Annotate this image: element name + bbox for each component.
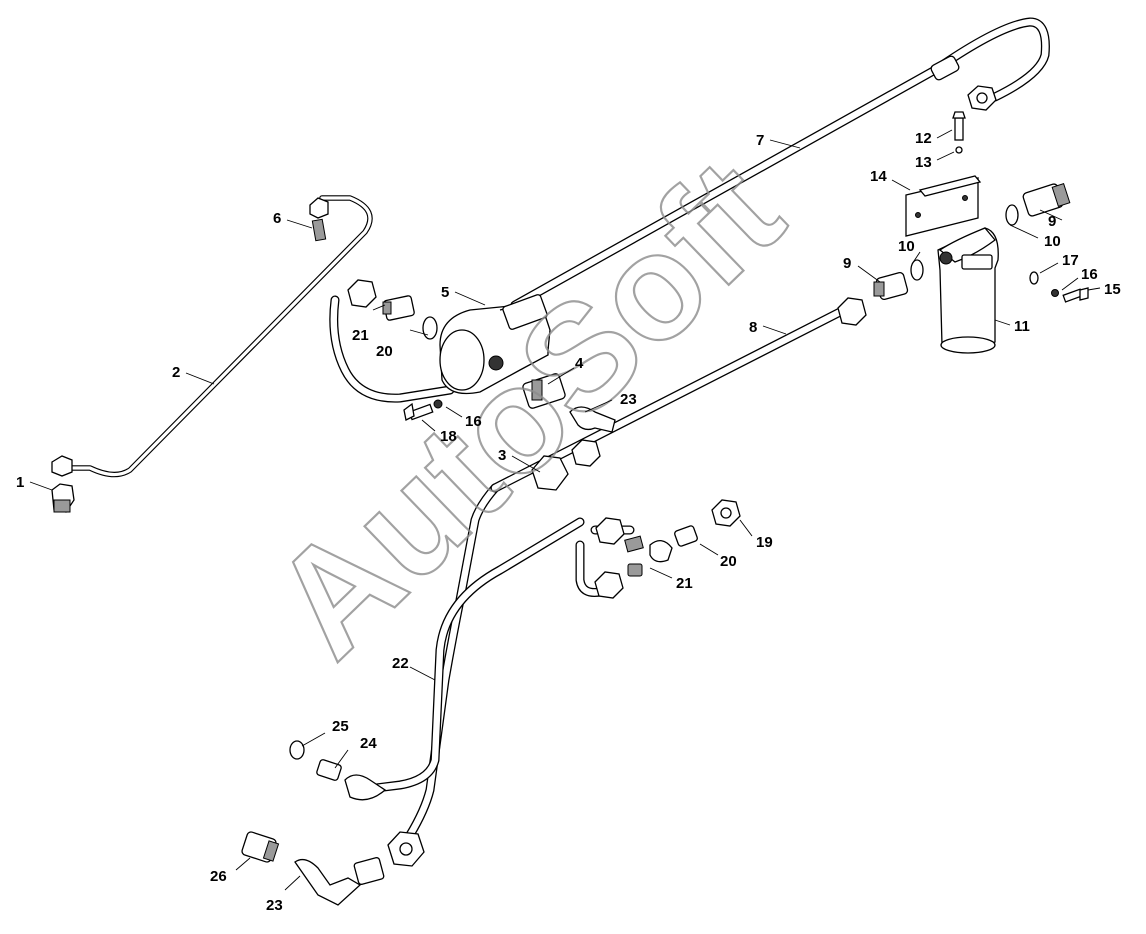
callout-3: 3 <box>498 447 506 464</box>
fitting-4 <box>522 373 566 409</box>
bolt-15 <box>1062 287 1089 303</box>
washer-17 <box>1029 271 1039 285</box>
elbow-24 <box>344 774 387 801</box>
callout-11: 11 <box>1014 318 1030 335</box>
fitting-20-lower <box>674 525 698 547</box>
nut-22-bottom <box>387 831 425 867</box>
callout-15: 15 <box>1104 281 1121 298</box>
fitting-21-top <box>382 295 415 321</box>
washer-10-right <box>1005 204 1019 226</box>
callout-10a: 10 <box>898 238 915 255</box>
callout-12: 12 <box>915 130 932 147</box>
callout-4: 4 <box>575 355 584 372</box>
filter-housing-5 <box>439 294 551 395</box>
washer-16-right <box>1051 289 1059 297</box>
callout-21b: 21 <box>676 575 693 592</box>
washer-10-left <box>910 259 924 281</box>
callout-25: 25 <box>332 718 349 735</box>
fitting-6 <box>309 197 329 242</box>
callout-19: 19 <box>756 534 773 551</box>
callout-22: 22 <box>392 655 409 672</box>
leader-lines <box>29 129 1101 891</box>
elbow-23-bottom <box>294 857 385 906</box>
callout-labels: 1 2 3 4 5 6 7 8 9 9 10 10 11 12 13 14 15… <box>16 130 1121 914</box>
callout-9b: 9 <box>1048 213 1056 230</box>
elbow-23-top <box>569 406 616 433</box>
callout-20b: 20 <box>720 553 737 570</box>
elbow-lower <box>649 540 673 563</box>
callout-14: 14 <box>870 168 887 185</box>
pipe-2 <box>59 195 373 478</box>
callout-17: 17 <box>1062 252 1079 269</box>
callout-9a: 9 <box>843 255 851 272</box>
callout-18: 18 <box>440 428 457 445</box>
fitting-9-right <box>1022 183 1071 217</box>
callout-20a: 20 <box>376 343 393 360</box>
bolt-12 <box>952 111 966 154</box>
tee-3 <box>531 439 601 491</box>
callout-7: 7 <box>756 132 764 149</box>
callout-10b: 10 <box>1044 233 1061 250</box>
tee-lower <box>594 517 644 599</box>
fitting-26 <box>241 831 280 863</box>
callout-13: 13 <box>915 154 932 171</box>
callout-16a: 16 <box>465 413 482 430</box>
washer-25 <box>289 740 305 760</box>
callout-26: 26 <box>210 868 227 885</box>
nut-return-top <box>347 279 377 308</box>
callout-16b: 16 <box>1081 266 1098 283</box>
fitting-24 <box>316 759 342 781</box>
callout-5: 5 <box>441 284 449 301</box>
callout-1: 1 <box>16 474 24 491</box>
nut-19 <box>711 499 741 527</box>
callout-21a: 21 <box>352 327 369 344</box>
callout-8: 8 <box>749 319 757 336</box>
callout-24: 24 <box>360 735 377 752</box>
nut-8 <box>837 297 867 326</box>
fitting-9-left <box>873 272 909 300</box>
washer-20-top <box>422 316 438 340</box>
pipe-7 <box>510 17 1050 310</box>
fitting-21-lower <box>627 563 643 577</box>
fitting-1 <box>51 455 75 513</box>
bracket-14 <box>905 175 982 237</box>
filter-11 <box>937 227 999 354</box>
callout-23a: 23 <box>620 391 637 408</box>
bolt-18 <box>403 402 434 421</box>
pipe-22 <box>355 517 585 795</box>
callout-6: 6 <box>273 210 281 227</box>
washer-16-left <box>433 399 443 409</box>
callout-2: 2 <box>172 364 180 381</box>
callout-23b: 23 <box>266 897 283 914</box>
nut-7-end <box>967 85 997 111</box>
